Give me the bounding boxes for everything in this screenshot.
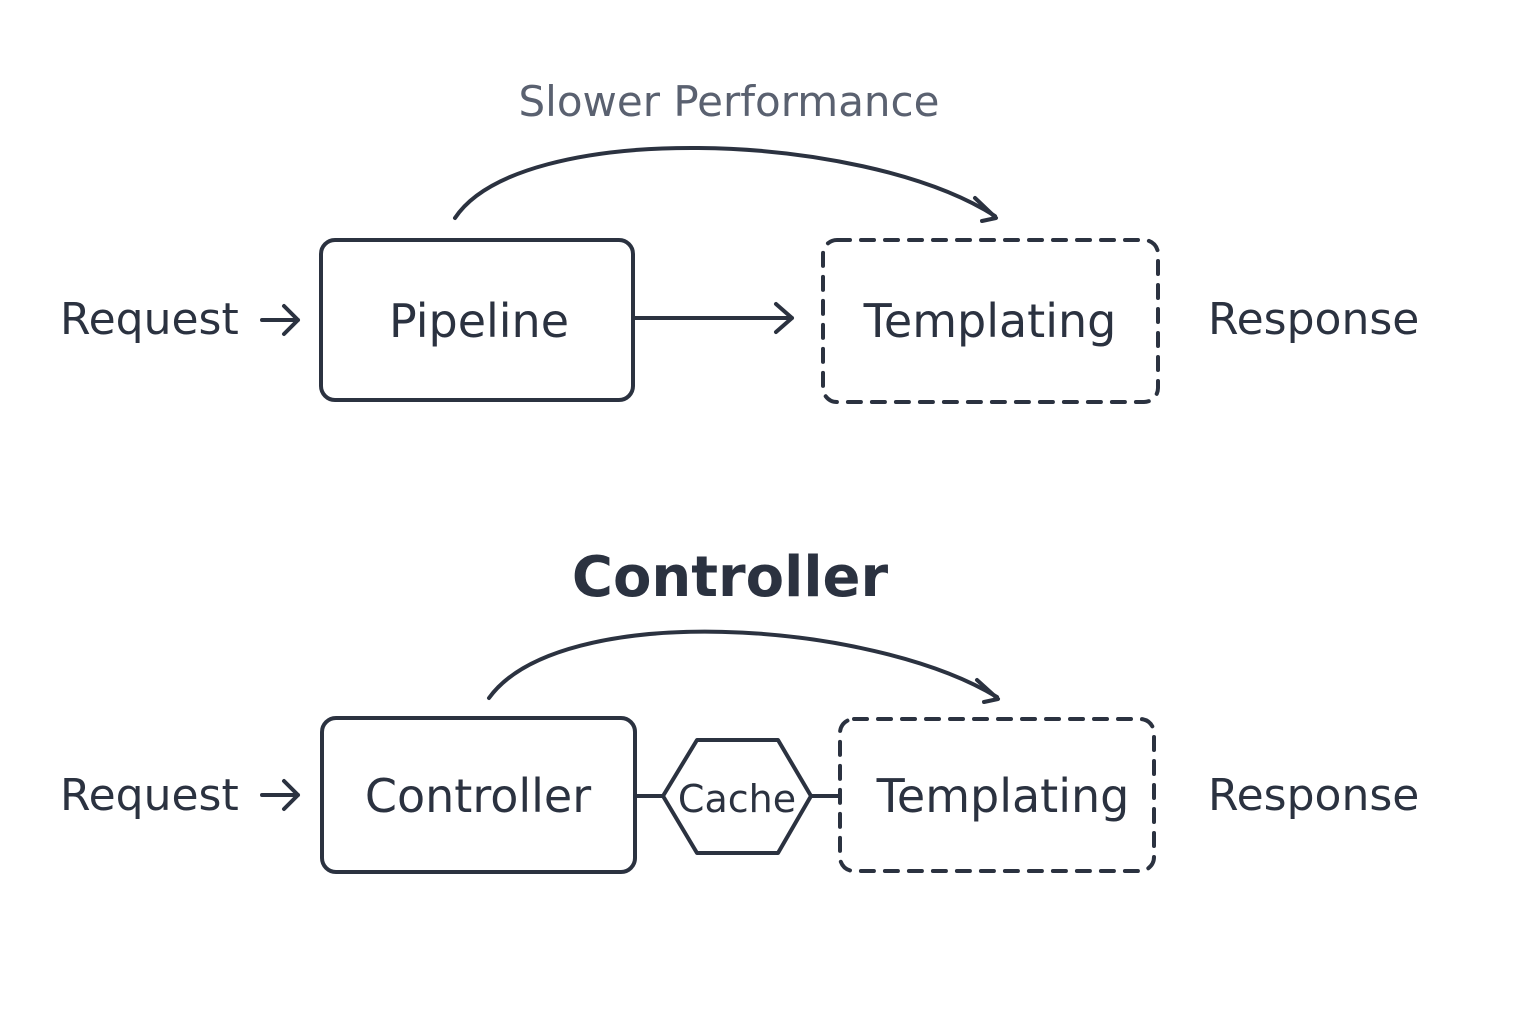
cache-label: Cache xyxy=(678,777,796,821)
top-flow: Slower Performance Request Pipeline Temp… xyxy=(60,77,1419,404)
top-bypass-arrow xyxy=(453,145,997,220)
top-request-arrow xyxy=(260,304,300,336)
top-response-label: Response xyxy=(1208,294,1419,345)
bottom-bypass-arrowhead xyxy=(975,678,1000,704)
top-templating-label: Templating xyxy=(863,294,1117,348)
top-request-label: Request xyxy=(60,294,239,345)
bottom-request-arrow xyxy=(260,779,300,811)
controller-heading: Controller xyxy=(572,545,889,610)
bottom-templating-box xyxy=(838,717,1156,873)
bottom-request-label: Request xyxy=(60,770,239,821)
top-templating-box xyxy=(821,238,1160,404)
slower-performance-note: Slower Performance xyxy=(519,77,940,126)
bottom-bypass-arrow xyxy=(487,629,999,700)
controller-label: Controller xyxy=(365,769,591,823)
bottom-response-label: Response xyxy=(1208,770,1419,821)
pipeline-to-templating-arrow xyxy=(631,302,794,334)
bottom-flow: Controller Request Controller Cache Temp… xyxy=(60,545,1419,874)
bottom-templating-label: Templating xyxy=(876,769,1130,823)
pipeline-label: Pipeline xyxy=(389,294,569,348)
top-bypass-arrowhead xyxy=(973,196,998,223)
